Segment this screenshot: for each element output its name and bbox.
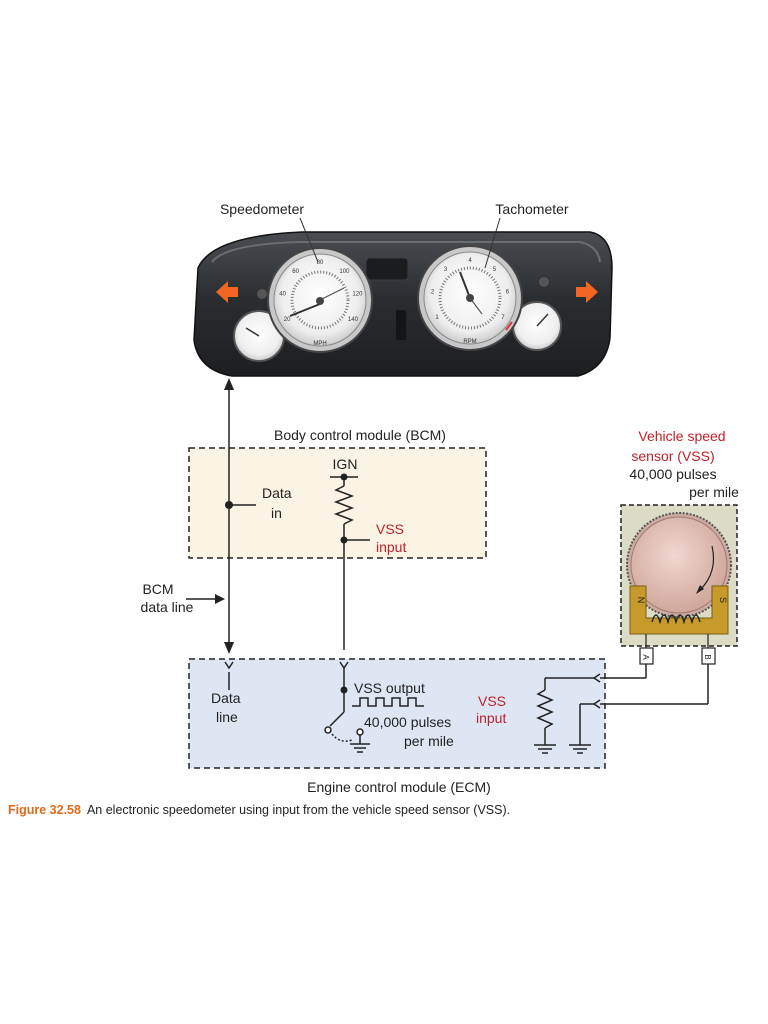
speedometer-tick: 40 <box>279 291 286 297</box>
tachometer-label: Tachometer <box>495 201 568 217</box>
pullup-resistor <box>330 473 370 688</box>
right-turn-arrow-icon <box>576 281 598 303</box>
speedometer-tick: 120 <box>352 291 363 297</box>
speedometer-tick: 140 <box>348 317 359 323</box>
mph-label: MPH <box>313 341 326 347</box>
tachometer-tick: 6 <box>506 289 510 295</box>
tachometer-tick: 3 <box>444 267 448 273</box>
speedometer-label: Speedometer <box>220 201 304 217</box>
data-in-label-line2: in <box>271 505 282 521</box>
sensor-pin-b: B <box>703 654 712 659</box>
rpm-label: RPM <box>463 339 476 345</box>
figure-number: Figure 32.58 <box>8 803 81 817</box>
vss-pulses-label-line2: per mile <box>689 484 739 500</box>
ign-label: IGN <box>333 456 358 472</box>
speedometer-tick: 60 <box>292 269 299 275</box>
tachometer-tick: 7 <box>501 315 505 321</box>
speedometer-tick: 20 <box>284 317 291 323</box>
tachometer-tick: 4 <box>468 258 472 264</box>
tachometer-tick: 5 <box>493 267 497 273</box>
ecm-title: Engine control module (ECM) <box>307 779 491 795</box>
bcm-title: Body control module (BCM) <box>274 427 446 443</box>
vss-sensor-label-line1: Vehicle speed <box>638 428 725 444</box>
bcm-data-line-label-line2: data line <box>141 599 194 615</box>
left-turn-arrow-icon <box>216 281 238 303</box>
bcm-vss-input-label-line1: VSS <box>376 521 404 537</box>
data-line-label-line1: Data <box>211 690 241 706</box>
speedometer-tick: 80 <box>317 260 324 266</box>
ecm-pulses-label-line2: per mile <box>404 733 454 749</box>
data-in-label-line1: Data <box>262 485 292 501</box>
vehicle-speed-sensor: N S A B <box>620 504 738 665</box>
magnet-n-label: N <box>636 597 646 604</box>
ecm-pulses-label-line1: 40,000 pulses <box>364 714 451 730</box>
magnet-s-label: S <box>718 597 728 603</box>
bcm-vss-input-label-line2: input <box>376 539 406 555</box>
instrument-cluster: MPH RPM 20 40 60 80 100 120 140 1 2 3 4 5 6 7 <box>193 231 613 377</box>
ecm-output-circuit <box>324 686 424 753</box>
bcm-data-line-label-line1: BCM <box>142 581 173 597</box>
vss-sensor-label-line2: sensor (VSS) <box>631 448 714 464</box>
data-line-label-line2: line <box>216 709 238 725</box>
ecm-input-circuit <box>534 664 709 754</box>
ecm-vss-input-label-line2: input <box>476 710 506 726</box>
tachometer-tick: 2 <box>431 289 435 295</box>
tachometer-tick: 1 <box>435 315 439 321</box>
vss-pulses-label-line1: 40,000 pulses <box>629 466 716 482</box>
figure-caption-text: An electronic speedometer using input fr… <box>86 803 511 817</box>
vss-output-label: VSS output <box>354 680 425 696</box>
ecm-box <box>188 658 606 769</box>
data-bus-line <box>224 378 256 690</box>
sensor-pin-a: A <box>641 654 650 660</box>
speedometer-tick: 100 <box>339 269 350 275</box>
ecm-vss-input-label-line1: VSS <box>478 693 506 709</box>
square-wave-icon <box>352 697 424 707</box>
figure-caption: Figure 32.58 An electronic speedometer us… <box>8 803 748 817</box>
